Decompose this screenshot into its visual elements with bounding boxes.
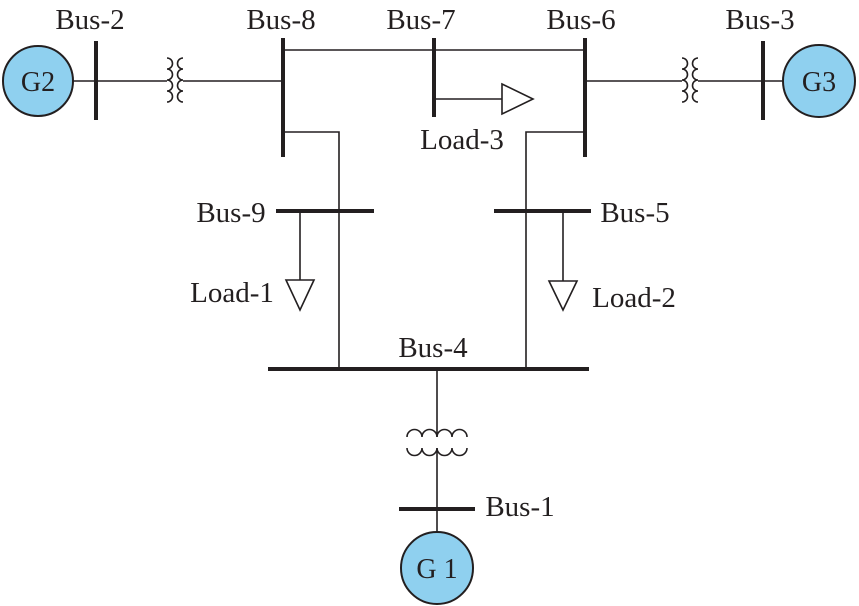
line-6-5-4 <box>525 131 585 369</box>
bus-4-label: Bus-4 <box>398 332 468 364</box>
bus-8-label: Bus-8 <box>246 4 315 36</box>
load-1-symbol <box>284 279 316 312</box>
generator-g3: G3 <box>782 44 856 118</box>
transformer-t3 <box>681 57 699 103</box>
transformer-t2 <box>166 57 184 103</box>
generator-g1-label: G 1 <box>416 554 457 585</box>
bus-5-label: Bus-5 <box>600 197 669 229</box>
generator-g3-label: G3 <box>802 67 836 98</box>
bus-3-label: Bus-3 <box>725 4 794 36</box>
load-2-label: Load-2 <box>592 282 676 314</box>
load-3-symbol <box>501 82 535 116</box>
bus-7-label: Bus-7 <box>386 4 455 36</box>
bus-6-label: Bus-6 <box>546 4 615 36</box>
load-1-label: Load-1 <box>190 277 274 309</box>
bus-2-label: Bus-2 <box>55 4 124 36</box>
load-3-label: Load-3 <box>420 124 504 156</box>
bus-9-label: Bus-9 <box>196 197 265 229</box>
generator-g2: G2 <box>2 45 74 117</box>
generator-g2-label: G2 <box>21 67 55 98</box>
generator-g1: G 1 <box>400 531 474 605</box>
generator-g3-circle <box>782 44 856 118</box>
load-2-symbol <box>547 280 579 312</box>
generator-g1-circle <box>400 531 474 605</box>
bus-1-label: Bus-1 <box>485 491 554 523</box>
line-8-9-4 <box>283 131 340 369</box>
